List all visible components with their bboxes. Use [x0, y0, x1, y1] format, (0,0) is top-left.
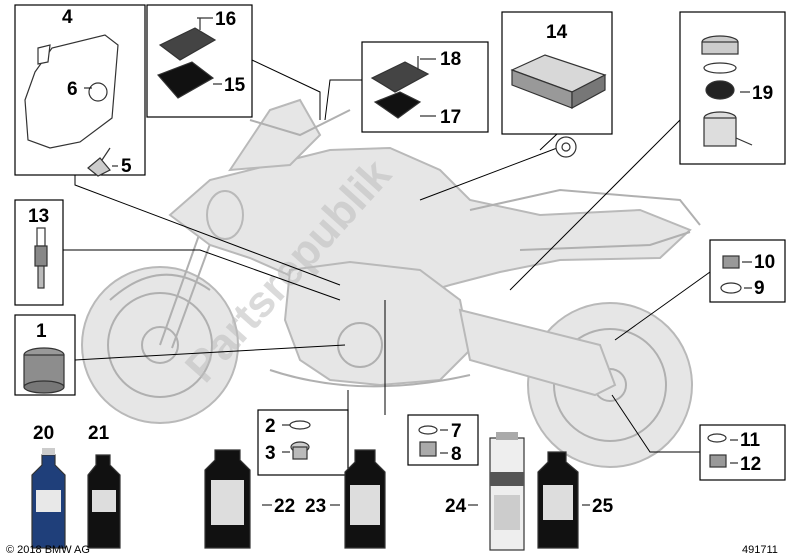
callout-2: 2: [265, 416, 276, 437]
box-final-drive-plug: [407, 414, 479, 466]
callout-dashes: [84, 17, 752, 506]
motorcycle-illustration: [81, 98, 701, 468]
front-rim: [107, 292, 213, 398]
leader-lines: [63, 59, 711, 453]
reservoir-cover-front: [156, 17, 217, 99]
rear-frame: [469, 188, 701, 251]
copyright-text: © 2018 BMW AG: [6, 544, 90, 556]
callout-16: 16: [215, 9, 236, 30]
callout-10: 10: [754, 252, 775, 273]
rear-rim: [553, 328, 667, 442]
callout-1: 1: [36, 321, 47, 342]
callout-9: 9: [754, 278, 765, 299]
bolt-part: [87, 147, 111, 177]
bottle-coolant: [204, 449, 251, 549]
callout-17: 17: [440, 107, 461, 128]
callout-24: 24: [445, 496, 467, 517]
headlight: [206, 190, 244, 240]
front-hub: [141, 326, 179, 364]
callout-12: 12: [740, 454, 761, 475]
diagram-number: 491711: [742, 544, 778, 556]
box-brake-fluid-rear: [361, 41, 489, 133]
callout-18: 18: [440, 49, 461, 70]
callout-14: 14: [546, 22, 568, 43]
box-reservoir: [679, 11, 786, 165]
callout-15: 15: [224, 75, 246, 96]
callout-11: 11: [740, 430, 761, 451]
box-spark-plug: [14, 199, 64, 306]
final-drive-drain-part: [707, 433, 727, 468]
callout-23: 23: [305, 496, 326, 517]
bottle-engine-oil-black: [87, 454, 121, 549]
oil-filter-part: [23, 347, 65, 394]
callout-7: 7: [451, 421, 462, 442]
final-drive-plug-part: [418, 425, 438, 457]
drain-plug-part: [289, 420, 311, 460]
callout-5: 5: [121, 156, 132, 177]
box-oil-filter: [14, 314, 76, 396]
bottle-engine-oil-blue: [31, 448, 66, 549]
callout-4: 4: [62, 7, 73, 28]
box-oil-cap-gasket: [14, 4, 146, 176]
callout-6: 6: [67, 79, 78, 100]
handlebar: [249, 109, 351, 137]
callout-25: 25: [592, 496, 614, 517]
reservoir-cover-rear: [370, 56, 430, 119]
callout-3: 3: [265, 443, 276, 464]
box-drain-plug-rear: [709, 239, 786, 303]
callout-13: 13: [28, 206, 49, 227]
box-brake-fluid-front: [146, 4, 253, 118]
callout-22: 22: [274, 496, 295, 517]
drain-plug-rear-part: [720, 255, 742, 294]
callout-21: 21: [88, 423, 110, 444]
front-mudguard: [109, 273, 211, 301]
callout-19: 19: [752, 83, 773, 104]
spray-can: [489, 432, 525, 551]
windscreen: [228, 98, 322, 172]
swing-arm: [458, 308, 617, 397]
engine-guard: [269, 369, 471, 388]
gear-icon: [555, 136, 577, 158]
callout-8: 8: [451, 444, 462, 465]
bottle-final-drive-oil: [537, 451, 579, 549]
spark-plug-part: [34, 227, 48, 289]
reservoir-part: [701, 35, 753, 147]
callout-labels: 4 6 5 16 15 18 17 14 19 13 1 10 9 2 3 7 …: [28, 7, 775, 517]
callout-20: 20: [33, 423, 54, 444]
air-filter-part: [510, 54, 607, 110]
bottle-brake-fluid: [344, 449, 386, 549]
box-drain-plug: [257, 409, 349, 476]
gasket-part: [24, 34, 119, 149]
